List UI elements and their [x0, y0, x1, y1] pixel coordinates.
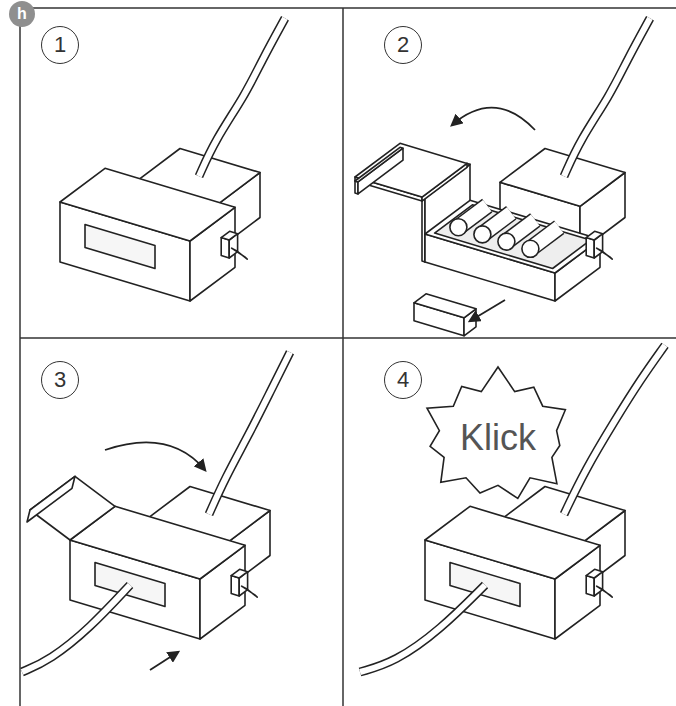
- cable-outline: [564, 345, 665, 514]
- cable-window: [85, 225, 155, 269]
- step-one-figure: [60, 18, 285, 301]
- click-starburst: Klick: [418, 365, 578, 510]
- frame-line: [20, 7, 676, 9]
- clamp-lower-half: [425, 200, 600, 273]
- lid-lip: [355, 147, 403, 182]
- step-two-figure: [355, 18, 650, 336]
- cable-outline: [209, 352, 290, 514]
- cable: [360, 585, 485, 672]
- motion-arrow: [150, 652, 178, 670]
- cable-outline: [564, 18, 650, 176]
- motion-arrow: [452, 108, 535, 130]
- latch-fin: [242, 586, 258, 597]
- step-four-figure: [360, 345, 665, 672]
- removed-spacer: [414, 294, 476, 318]
- latch-tab: [586, 238, 594, 258]
- latch-tab: [586, 231, 602, 240]
- latch-tab: [221, 231, 237, 240]
- latch-tab: [586, 569, 602, 578]
- corner-badge: h: [9, 1, 35, 27]
- badge-letter: h: [17, 5, 27, 23]
- lid-lip: [27, 476, 75, 522]
- latch-tab: [586, 576, 594, 596]
- latch-fin: [232, 248, 248, 259]
- cable: [199, 18, 285, 176]
- callout-number: 2: [397, 32, 409, 58]
- latch-tab: [221, 238, 229, 258]
- frame-line: [20, 337, 676, 339]
- callout-number: 1: [54, 32, 66, 58]
- step-circle: 4: [384, 361, 422, 399]
- cable-window: [95, 563, 165, 607]
- latch-tab: [231, 569, 247, 578]
- ferrite-core-end: [450, 219, 467, 236]
- callout-number: 3: [54, 367, 66, 393]
- cable-window: [450, 563, 520, 607]
- cable-outline: [360, 585, 485, 672]
- sound-word: Klick: [460, 417, 536, 459]
- sensor-housing: [500, 149, 625, 207]
- step-circle: 1: [41, 26, 79, 64]
- latch-tab: [231, 576, 239, 596]
- lid-lip: [358, 148, 403, 194]
- latch-fin: [597, 248, 613, 259]
- clamp-cavity: [435, 205, 591, 269]
- panel-frame: [20, 8, 676, 706]
- step-three-figure: [22, 352, 290, 672]
- ferrite-core-end: [498, 233, 515, 250]
- motion-arrow: [470, 300, 505, 321]
- cable-outline: [199, 18, 285, 176]
- cable-outline: [22, 585, 130, 672]
- latch-fin: [597, 586, 613, 597]
- cable: [209, 352, 290, 514]
- cable: [22, 585, 130, 672]
- frame-line: [342, 8, 344, 706]
- starburst-outline: [427, 367, 565, 498]
- frame-line: [19, 8, 21, 706]
- step-circle: 3: [41, 361, 79, 399]
- ferrite-core-end: [474, 226, 491, 243]
- step-circle: 2: [384, 26, 422, 64]
- cable: [564, 18, 650, 176]
- callout-number: 4: [397, 367, 409, 393]
- motion-arrow: [105, 442, 205, 470]
- ferrite-core-end: [522, 240, 539, 257]
- cable: [564, 345, 665, 514]
- opened-lid: [355, 143, 467, 197]
